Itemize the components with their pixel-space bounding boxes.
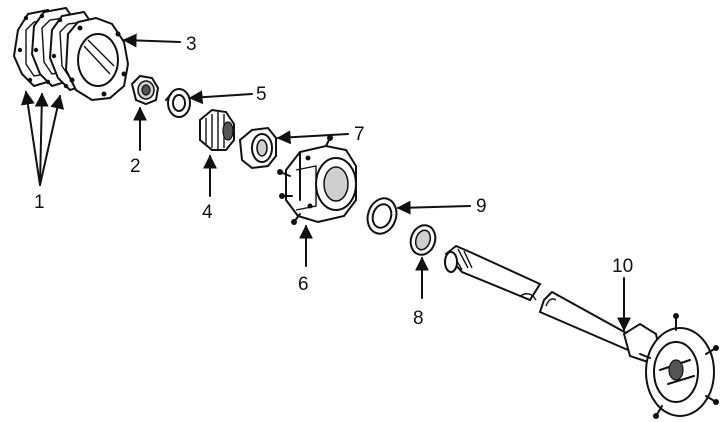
gasket-stack xyxy=(12,6,130,102)
seal-ring xyxy=(366,197,398,235)
leader-5 xyxy=(188,90,253,105)
leader-7 xyxy=(276,130,349,145)
callout-1: 1 xyxy=(34,192,45,213)
callout-10: 10 xyxy=(612,256,633,277)
leader-9 xyxy=(396,200,471,215)
callout-8: 8 xyxy=(413,308,424,329)
retaining-ring xyxy=(409,224,437,256)
callout-5: 5 xyxy=(256,84,267,105)
axle-shaft xyxy=(444,244,719,419)
bearing-cone xyxy=(199,108,235,151)
snap-ring xyxy=(165,88,191,118)
callout-9: 9 xyxy=(476,196,487,217)
callout-6: 6 xyxy=(298,274,309,295)
callout-3: 3 xyxy=(186,34,197,55)
callout-2: 2 xyxy=(130,156,141,177)
hub-housing xyxy=(277,135,357,225)
bearing-cup xyxy=(238,126,277,170)
leader-1 xyxy=(20,90,65,186)
callout-4: 4 xyxy=(202,202,213,223)
lock-nut xyxy=(130,74,160,106)
housing-plate xyxy=(64,16,130,102)
leader-3 xyxy=(122,33,181,48)
callout-7: 7 xyxy=(354,124,365,145)
